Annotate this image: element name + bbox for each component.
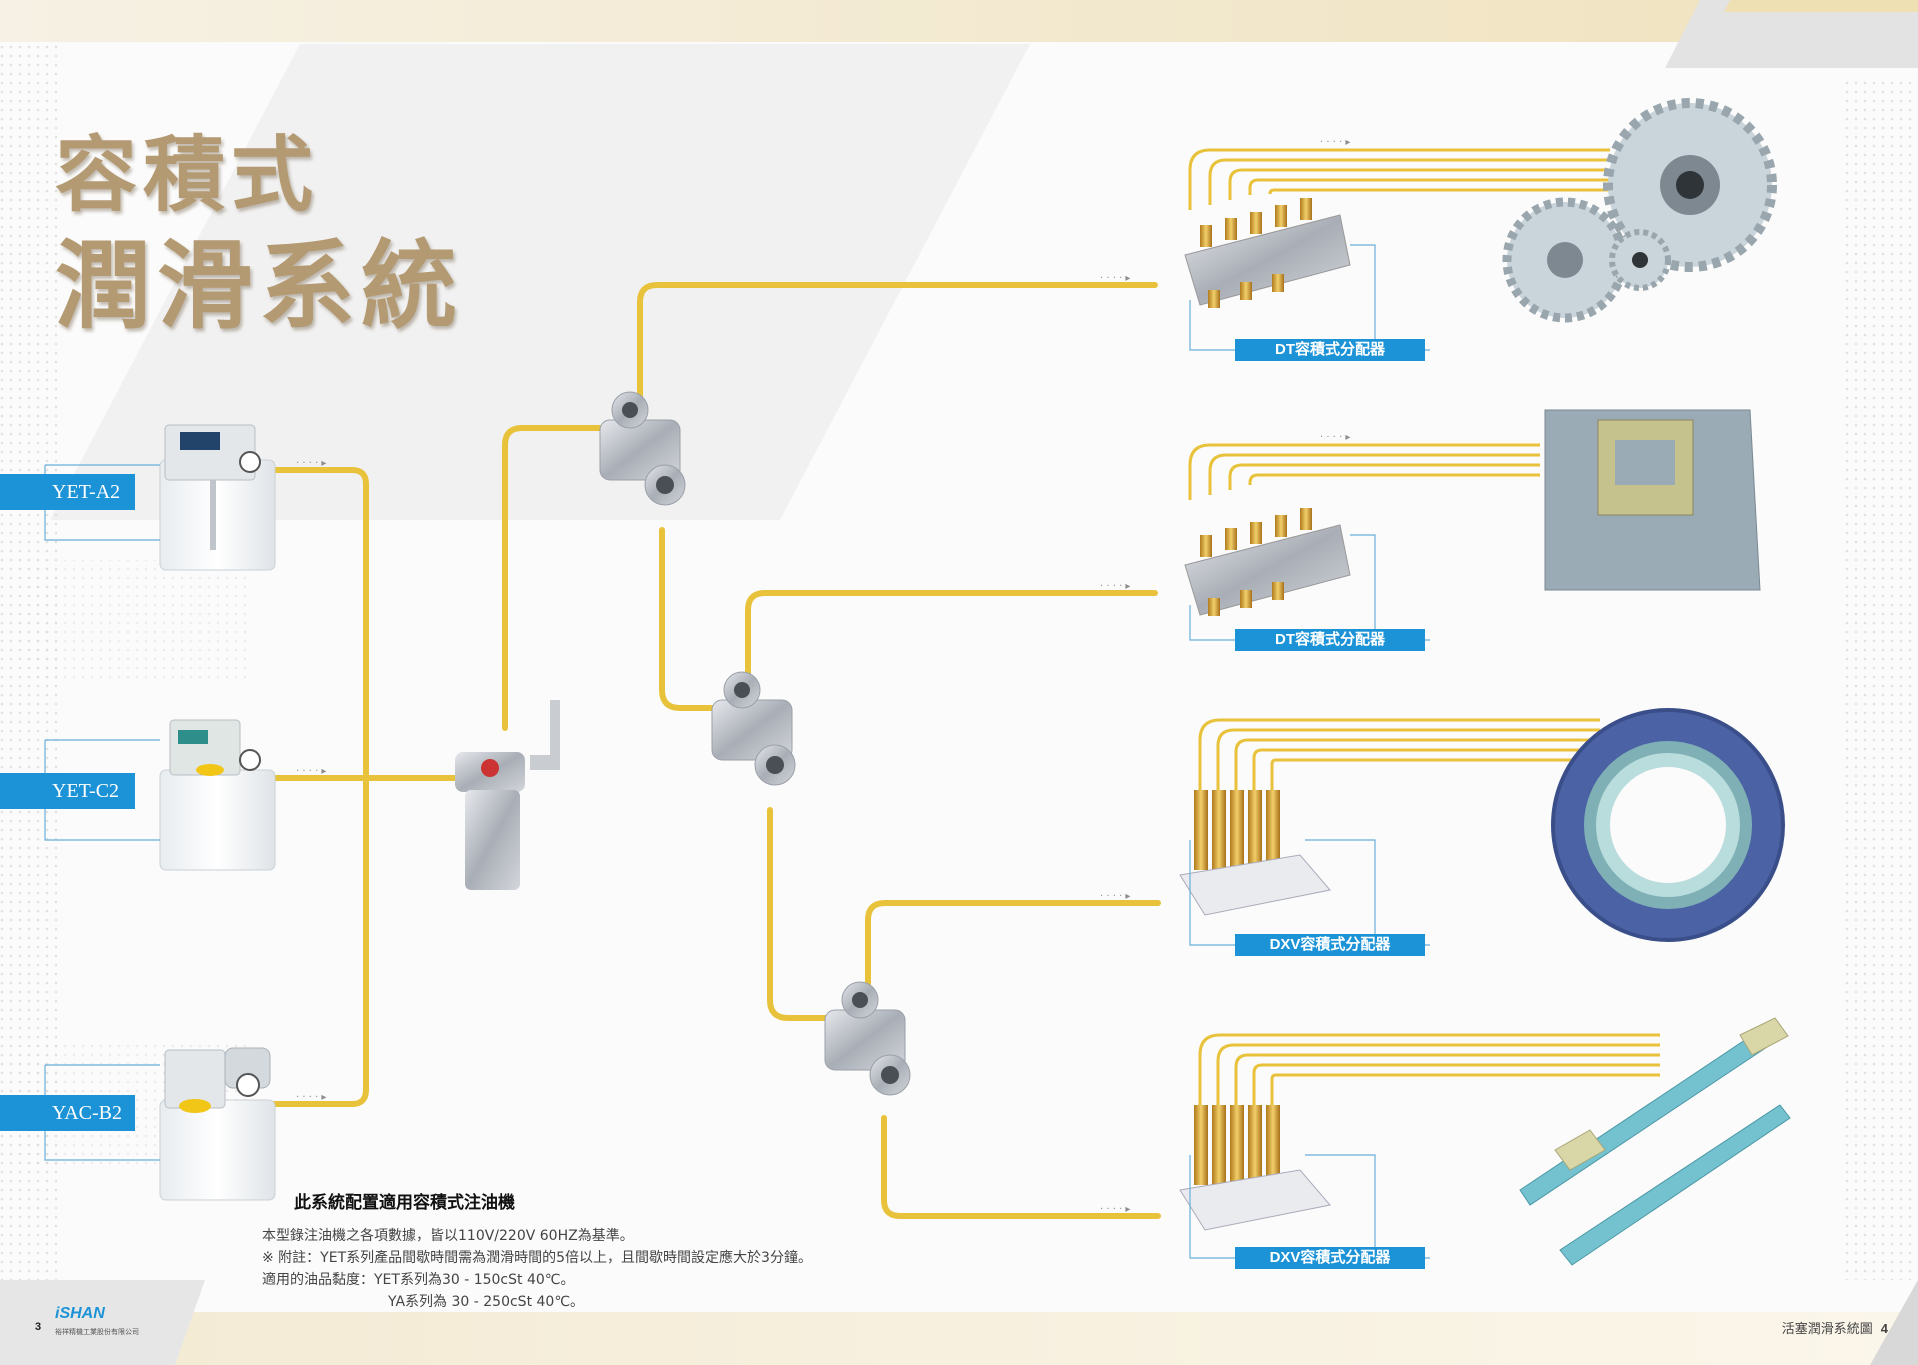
note-line-4: YA系列為 30 - 250cSt 40℃。 [388, 1294, 585, 1310]
svg-text:· · · · ▸: · · · · ▸ [296, 766, 326, 777]
note-line-1: 本型錄注油機之各項數據，皆以110V/220V 60HZ為基準。 [262, 1228, 634, 1244]
distributor-label-dt-1: DT容積式分配器 [1235, 339, 1425, 361]
svg-text:· · · · ▸: · · · · ▸ [1100, 581, 1130, 592]
company-name: 裕祥精機工業股份有限公司 [55, 1329, 139, 1336]
svg-text:· · · · ▸: · · · · ▸ [1100, 273, 1130, 284]
pump-label-yac-b2: YAC-B2 [0, 1095, 135, 1131]
svg-text:· · · · ▸: · · · · ▸ [1320, 432, 1350, 443]
svg-text:· · · · ▸: · · · · ▸ [1100, 1204, 1130, 1215]
distributor-label-dxv-1: DXV容積式分配器 [1235, 934, 1425, 956]
page-title-line-2: 潤滑系統 [55, 229, 463, 342]
svg-text:· · · · ▸: · · · · ▸ [1320, 137, 1350, 148]
svg-text:· · · · ▸: · · · · ▸ [1100, 891, 1130, 902]
page-number-left: 3 [35, 1321, 42, 1333]
distributor-label-dxv-2: DXV容積式分配器 [1235, 1247, 1425, 1269]
footer-section-title: 活塞潤滑系統圖 [1781, 1322, 1873, 1337]
brand-logo: iSHAN [55, 1305, 105, 1322]
svg-text:· · · · ▸: · · · · ▸ [296, 1092, 326, 1103]
note-line-2: ※ 附註：YET系列產品間歇時間需為潤滑時間的5倍以上，且間歇時間設定應大於3分… [262, 1250, 812, 1266]
note-heading: 此系統配置適用容積式注油機 [294, 1193, 515, 1213]
svg-text:· · · · ▸: · · · · ▸ [296, 458, 326, 469]
footer-right: 活塞潤滑系統圖 4 [1782, 1318, 1888, 1337]
spec-note: 此系統配置適用容積式注油機 本型錄注油機之各項數據，皆以110V/220V 60… [262, 1188, 962, 1313]
page-number-right: 4 [1880, 1321, 1888, 1336]
note-line-3: 適用的油品黏度：YET系列為30 - 150cSt 40℃。 [262, 1272, 575, 1288]
distributor-label-dt-2: DT容積式分配器 [1235, 629, 1425, 651]
pump-label-yet-c2: YET-C2 [0, 773, 135, 809]
pump-label-yet-a2: YET-A2 [0, 474, 135, 510]
page-title-line-1: 容積式 [55, 127, 320, 223]
